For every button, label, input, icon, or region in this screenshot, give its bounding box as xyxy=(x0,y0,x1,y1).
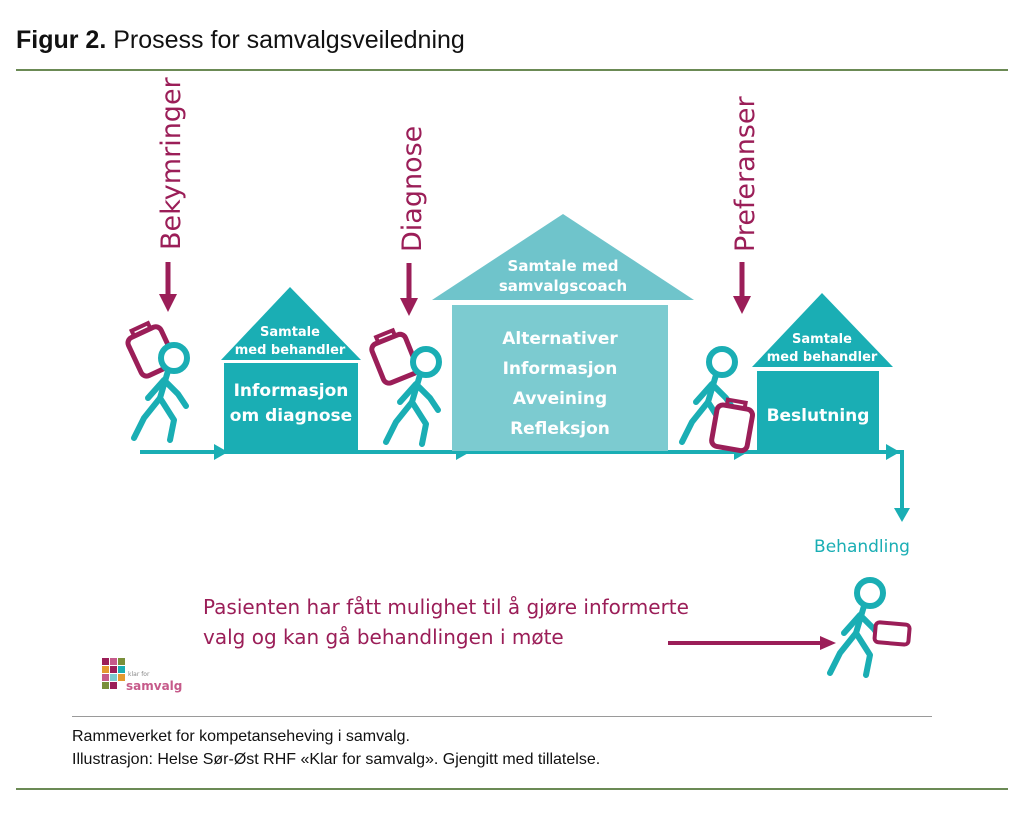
house-1-body xyxy=(224,363,358,451)
timeline-arrow-1 xyxy=(214,444,228,460)
house-3-roof-line2: med behandler xyxy=(767,350,878,365)
house-2-body-line2: Informasjon xyxy=(503,359,618,379)
figure-label: Figur 2. xyxy=(16,26,107,54)
stage-preferences-label: Preferanser xyxy=(730,96,761,252)
house-2-body-line1: Alternativer xyxy=(502,329,618,349)
house-3-roof-line1: Samtale xyxy=(792,332,852,347)
treatment-label: Behandling xyxy=(814,537,910,557)
house-1-body-line2: om diagnose xyxy=(230,406,352,426)
figure-title: Figur 2. Prosess for samvalgsveiledning xyxy=(16,26,465,55)
stage-preferences: Preferanser xyxy=(730,96,761,314)
house-2-body xyxy=(452,305,668,451)
klar-for-samvalg-logo: klar for samvalg xyxy=(102,658,182,693)
patient-figure-1 xyxy=(123,319,187,440)
caption-line2: Illustrasjon: Helse Sør-Øst RHF «Klar fo… xyxy=(72,751,601,768)
caption-line1: Rammeverket for kompetanseheving i samva… xyxy=(72,728,410,745)
house-3-body-line1: Beslutning xyxy=(767,406,870,426)
concerns-arrow xyxy=(159,294,177,312)
stage-diagnosis-label: Diagnose xyxy=(397,126,428,252)
house-clinician-diagnosis: Samtale med behandler Informasjon om dia… xyxy=(221,287,361,451)
house-1-roof-line2: med behandler xyxy=(235,343,346,358)
house-2-roof-line1: Samtale med xyxy=(508,257,619,275)
house-3-roof xyxy=(752,293,893,367)
house-1-body-line1: Informasjon xyxy=(234,381,349,401)
outcome-line2: valg og kan gå behandlingen i møte xyxy=(203,625,564,649)
stage-concerns: Bekymringer xyxy=(156,76,187,312)
patient-figure-4 xyxy=(830,580,912,675)
house-2-body-line3: Avveining xyxy=(513,389,607,409)
house-3-body xyxy=(757,371,879,451)
logo-word: samvalg xyxy=(126,679,182,693)
house-1-roof xyxy=(221,287,361,360)
top-rule xyxy=(16,69,1008,71)
diagnosis-arrow xyxy=(400,298,418,316)
outcome-line1: Pasienten har fått mulighet til å gjøre … xyxy=(203,595,689,619)
house-shared-decision-coach: Samtale med samvalgscoach Alternativer I… xyxy=(432,214,694,451)
house-1-roof-line1: Samtale xyxy=(260,325,320,340)
treatment-down-arrow xyxy=(894,508,910,522)
logo-mosaic-icon xyxy=(102,658,125,689)
house-2-body-line4: Refleksjon xyxy=(510,419,610,439)
main-timeline xyxy=(140,444,910,522)
figure-title-text: Prosess for samvalgsveiledning xyxy=(113,26,465,54)
stage-diagnosis: Diagnose xyxy=(397,126,428,316)
house-clinician-decision: Samtale med behandler Beslutning xyxy=(752,293,893,451)
preferences-arrow xyxy=(733,296,751,314)
outcome-arrow xyxy=(820,636,836,650)
patient-figure-3 xyxy=(682,349,754,452)
logo-small-text: klar for xyxy=(128,671,150,678)
timeline-arrow-4 xyxy=(886,444,900,460)
house-2-roof xyxy=(432,214,694,300)
bottom-rule xyxy=(16,788,1008,790)
stage-concerns-label: Bekymringer xyxy=(156,76,187,250)
caption-rule xyxy=(72,716,932,717)
patient-figure-2 xyxy=(368,327,439,444)
house-2-roof-line2: samvalgscoach xyxy=(499,277,627,295)
